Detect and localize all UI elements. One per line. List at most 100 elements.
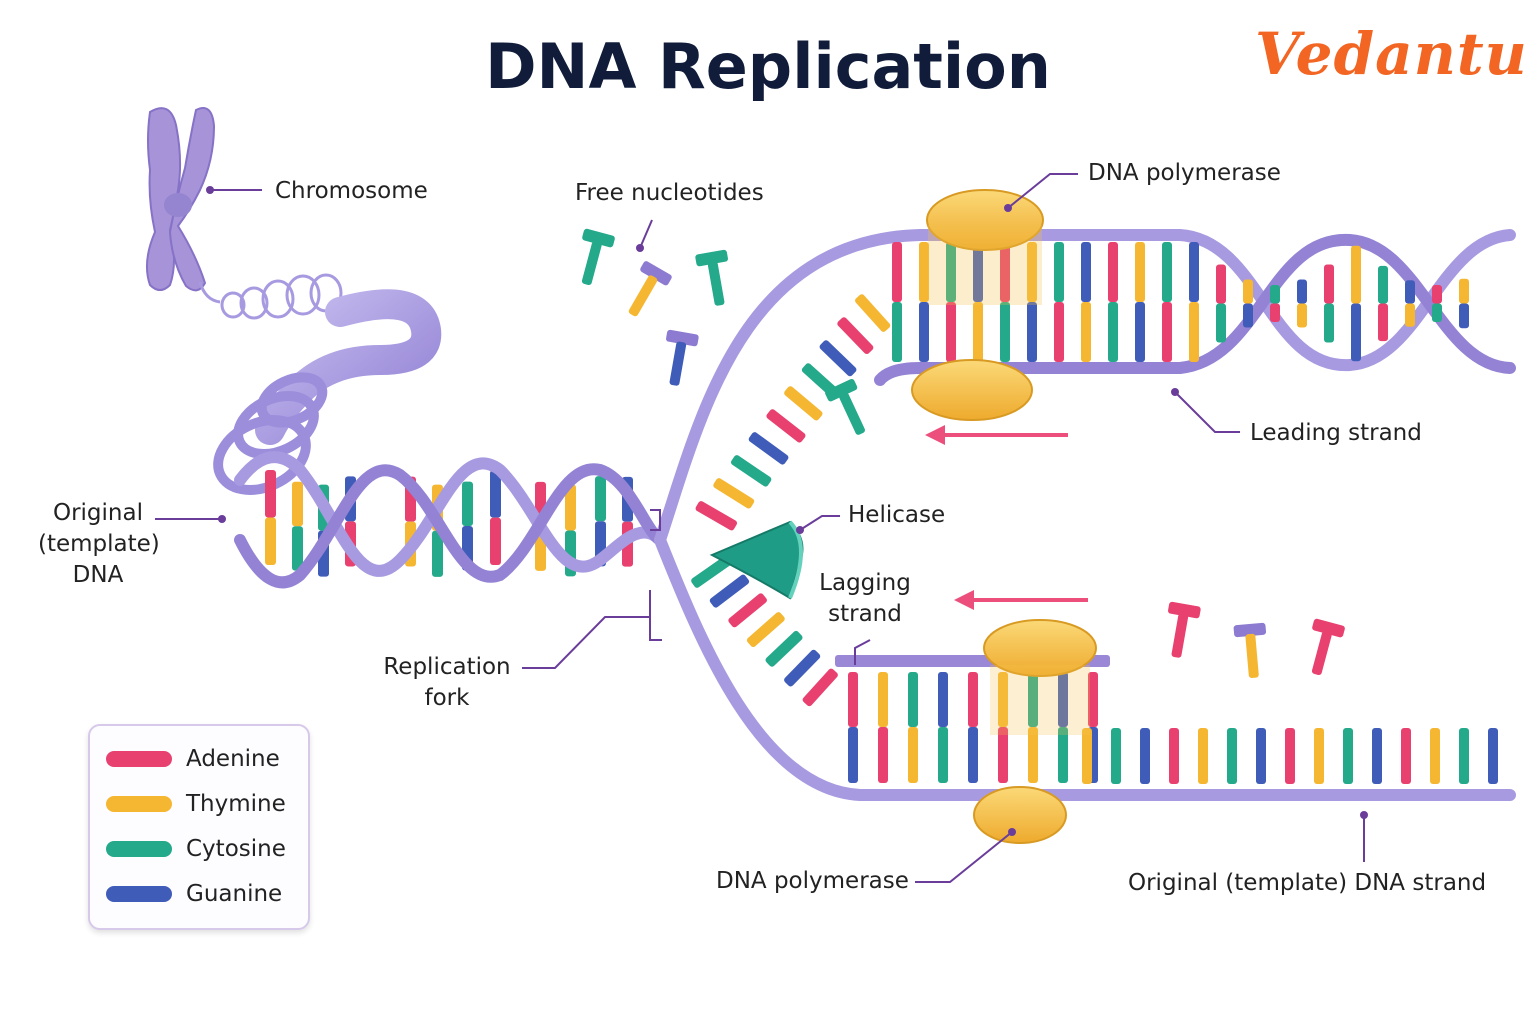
label-dna-polymerase-bottom: DNA polymerase: [716, 868, 909, 894]
supercoil-tube: [255, 289, 442, 445]
nucleotide-base: [669, 341, 687, 386]
label-leading-strand: Leading strand: [1250, 420, 1422, 446]
nucleotide-base: [707, 261, 725, 306]
base-pair-upper: [946, 242, 956, 302]
base-pair-upper: [595, 476, 606, 522]
dna-polymerase-top-icon: [911, 189, 1044, 421]
dna-polymerase-lagging-icon: [983, 619, 1097, 735]
base-pair-upper: [490, 470, 501, 518]
free-nucleotide-icon: [581, 228, 615, 286]
base-pair-upper: [1054, 242, 1064, 302]
helix-backbone-2: [234, 463, 666, 589]
nucleotide-base: [1171, 613, 1189, 658]
nucleotide-head: [1312, 618, 1345, 638]
label-original-dna-line2: (template): [38, 531, 160, 557]
base-pair-lower: [1270, 303, 1280, 322]
label-replication-fork: Replication fork: [380, 652, 514, 714]
base-pair-upper: [908, 672, 918, 727]
nucleotide-head: [825, 378, 858, 402]
base-pair-upper: [968, 672, 978, 727]
unpaired-base: [766, 409, 806, 443]
base-pair-upper: [1243, 279, 1253, 304]
base-pair-lower: [1028, 727, 1038, 783]
base-pair-lower: [1135, 302, 1145, 362]
base-pair-upper: [1162, 242, 1172, 302]
nucleotide-base: [1311, 631, 1332, 676]
unpaired-base: [765, 630, 803, 667]
base-pair-upper: [1000, 242, 1010, 302]
base-pair-lower: [432, 530, 443, 577]
unpaired-base: [819, 340, 857, 377]
legend-label-thymine: Thymine: [186, 791, 286, 817]
label-replication-fork-line1: Replication: [383, 654, 511, 680]
base-pair-lower: [1000, 302, 1010, 362]
unpaired-base: [1227, 728, 1237, 784]
base-pair-lower: [908, 727, 918, 783]
base-pair-lower: [1216, 303, 1226, 343]
legend-label-guanine: Guanine: [186, 881, 283, 907]
base-pair-lower: [1432, 303, 1442, 323]
nucleotide-head: [695, 249, 728, 267]
unpaired-base: [1372, 728, 1382, 784]
label-lagging-line2: strand: [828, 601, 902, 627]
label-original-dna-line3: DNA: [72, 562, 124, 588]
dna-polymerase-bottom-icon: [973, 786, 1067, 844]
unpaired-base: [1459, 728, 1469, 784]
unpaired-base: [709, 574, 750, 608]
label-chromosome: Chromosome: [275, 178, 428, 204]
free-nucleotide-icon: [666, 329, 699, 386]
unpaired-base: [802, 668, 838, 707]
base-pair-upper: [1459, 278, 1469, 304]
base-pair-upper: [1405, 280, 1415, 304]
legend-item-thymine: Thymine: [106, 789, 286, 819]
legend-item-adenine: Adenine: [106, 744, 280, 774]
base-pair-lower: [292, 526, 303, 571]
base-pair-upper: [292, 481, 303, 527]
legend-swatch-cytosine: [106, 841, 172, 857]
leading-direction-arrow: [925, 425, 1068, 445]
legend: Adenine Thymine Cytosine Guanine: [88, 724, 310, 930]
helicase-icon: [709, 520, 804, 600]
page-title: DNA Replication: [485, 30, 1051, 103]
unpaired-base: [837, 317, 874, 355]
label-helicase: Helicase: [848, 502, 946, 528]
base-pair-lower: [892, 302, 902, 362]
unpaired-base: [1082, 728, 1092, 784]
base-pair-lower: [1459, 303, 1469, 329]
unpaired-base: [855, 294, 891, 332]
legend-item-cytosine: Cytosine: [106, 834, 286, 864]
unpaired-base: [728, 593, 767, 628]
label-dna-polymerase-top: DNA polymerase: [1088, 160, 1281, 186]
free-nucleotide-icon: [695, 249, 728, 306]
unpaired-base: [1140, 728, 1150, 784]
base-pair-lower: [265, 517, 276, 565]
nucleotide-head: [640, 261, 672, 286]
unpaired-base: [713, 478, 755, 509]
base-pair-upper: [1108, 242, 1118, 302]
legend-item-guanine: Guanine: [106, 879, 282, 909]
free-nucleotide-icon: [1168, 601, 1201, 658]
base-pair-upper: [1088, 672, 1098, 727]
label-replication-fork-line2: fork: [424, 685, 470, 711]
base-pair-lower: [1243, 303, 1253, 328]
base-pair-lower: [1027, 302, 1037, 362]
free-nucleotide-icon: [825, 378, 865, 435]
upper-fork-backbone: [654, 229, 1516, 546]
unpaired-base: [784, 386, 823, 421]
unpaired-base: [1169, 728, 1179, 784]
leader-lines: [155, 173, 1365, 883]
nucleotide-head: [1233, 622, 1267, 638]
base-pair-lower: [938, 727, 948, 783]
unpaired-base: [1430, 728, 1440, 784]
base-pair-upper: [1270, 285, 1280, 304]
unpaired-base: [1256, 728, 1266, 784]
base-pair-upper: [1351, 245, 1361, 304]
base-pair-lower: [968, 727, 978, 783]
base-pair-lower: [1351, 303, 1361, 362]
base-pair-lower: [1189, 302, 1199, 362]
unpaired-base: [731, 455, 772, 487]
base-pair-upper: [973, 242, 983, 302]
base-pair-lower: [1378, 303, 1388, 342]
base-pair-lower: [878, 727, 888, 783]
base-pair-lower: [1054, 302, 1064, 362]
